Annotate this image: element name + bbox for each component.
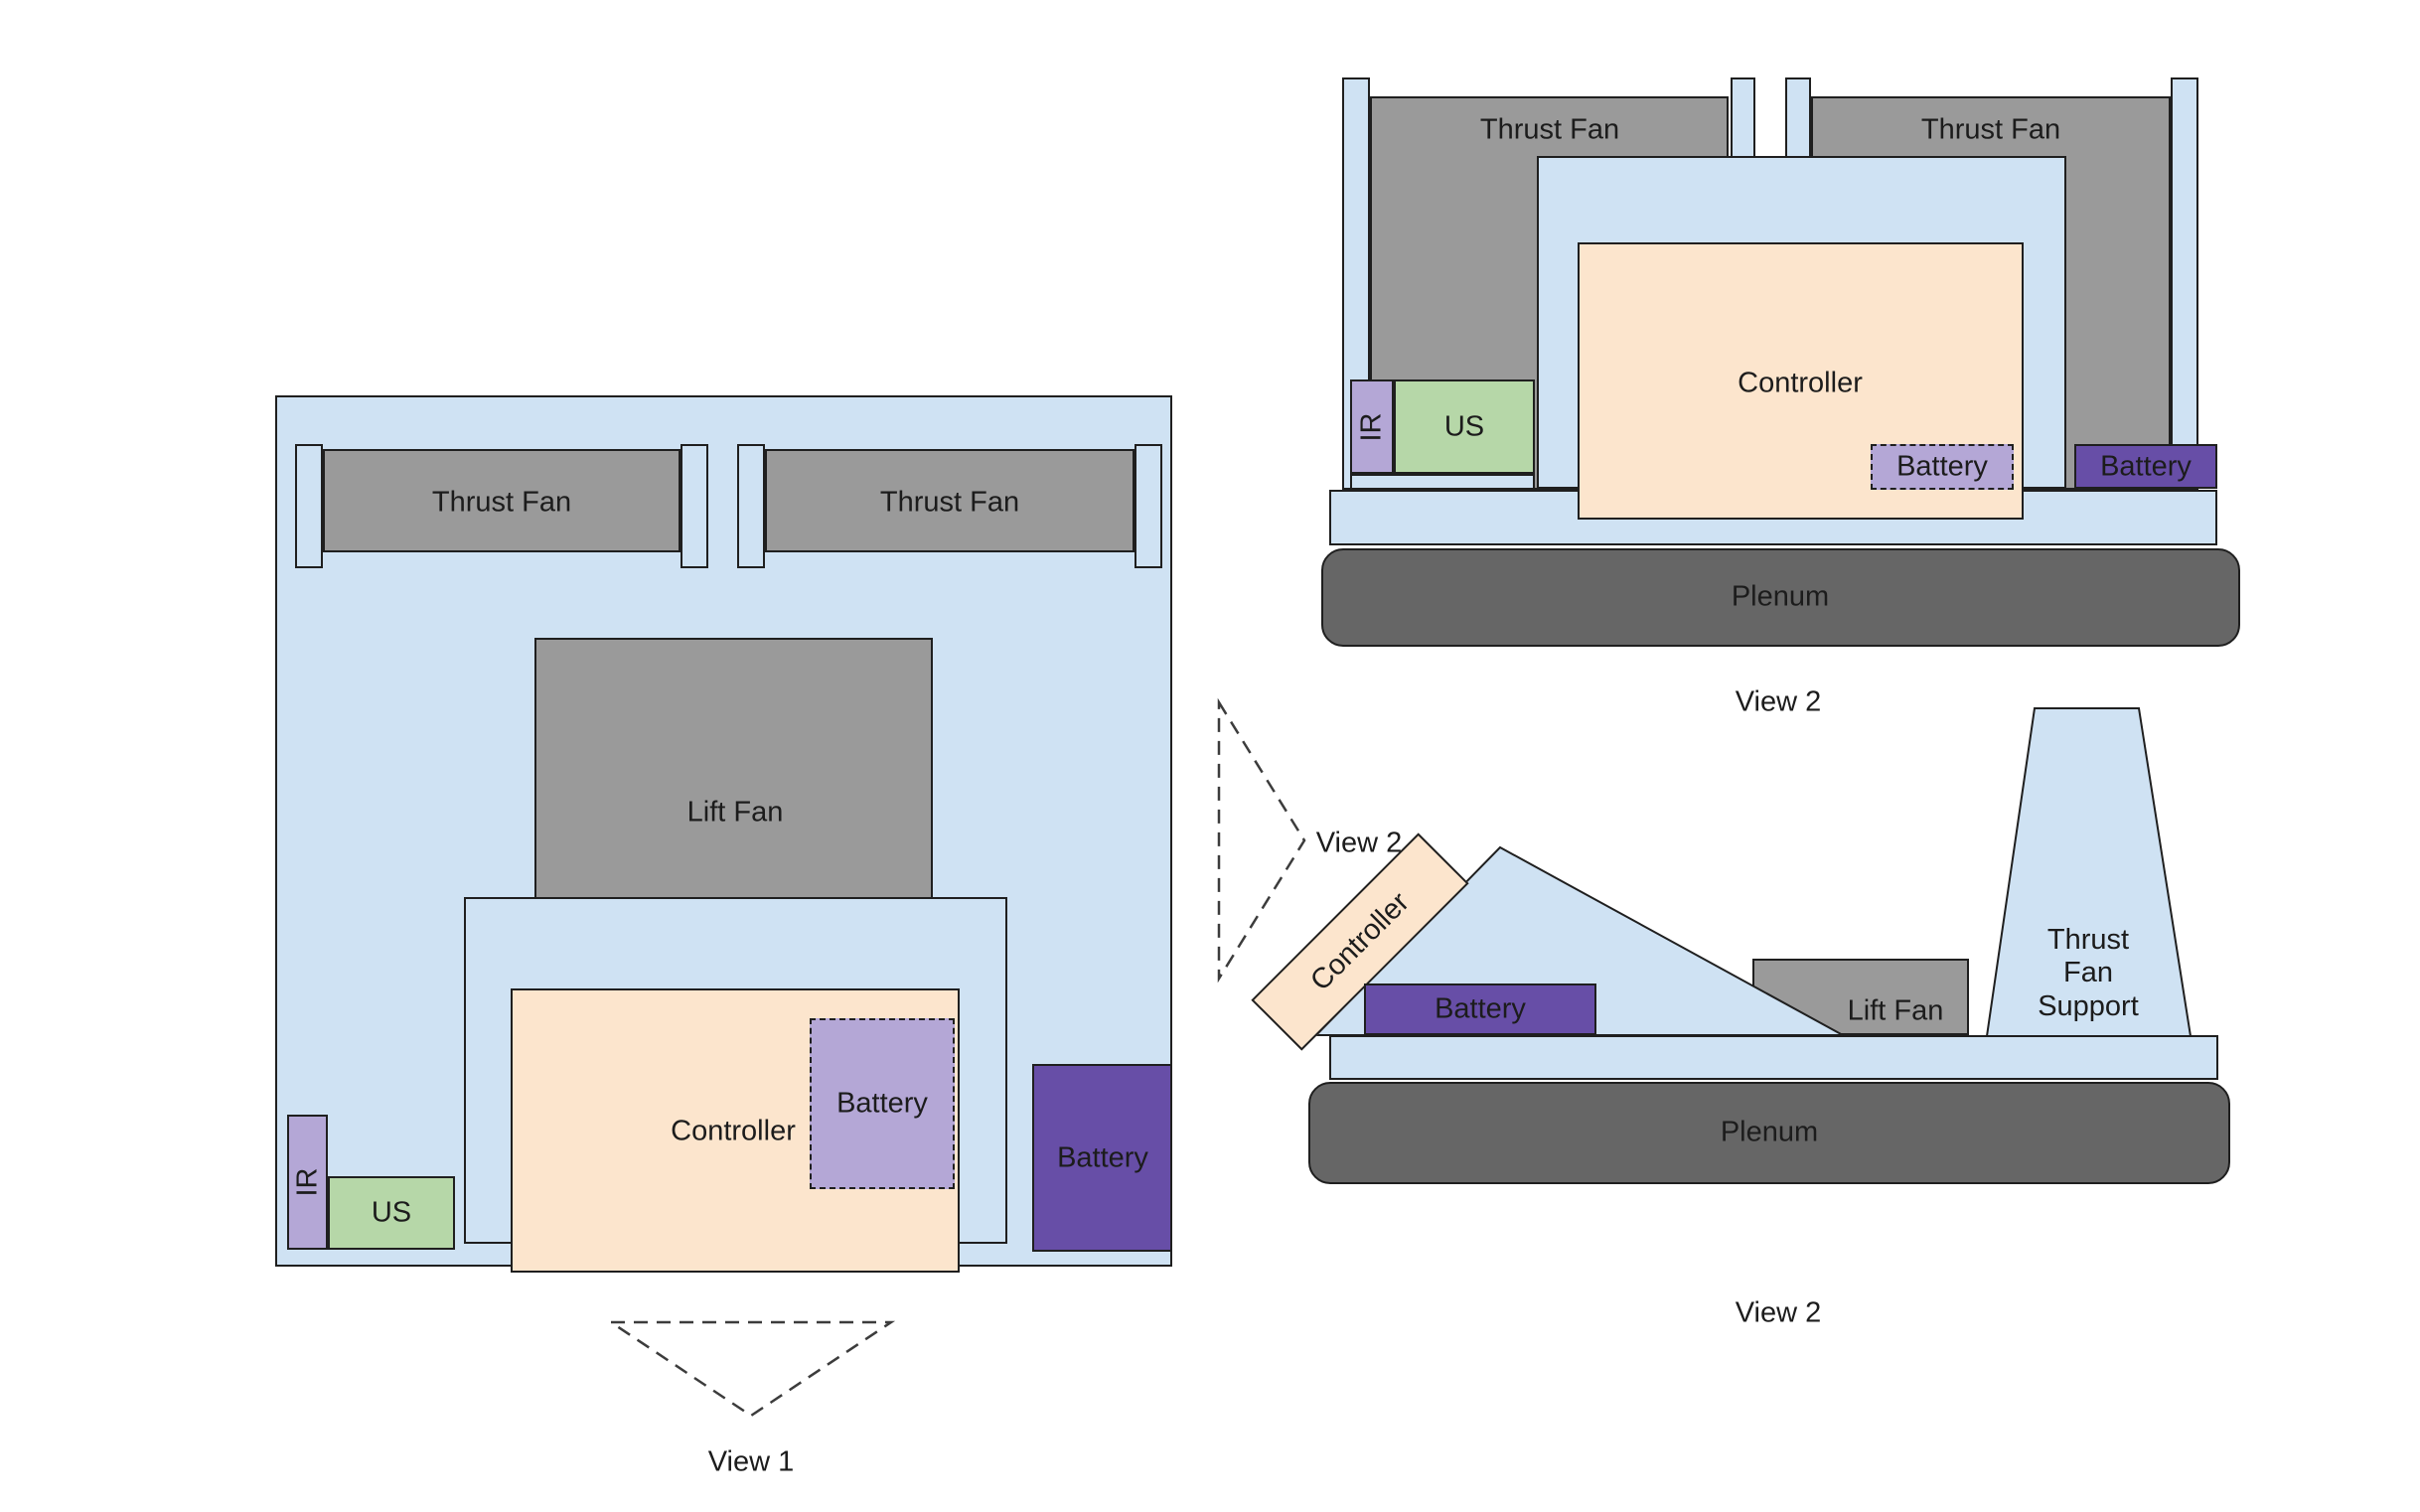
view2top-side-battery bbox=[2074, 444, 2217, 489]
view2side-plenum bbox=[1308, 1082, 2230, 1184]
view1-thrust-fan-left-label: Thrust Fan bbox=[431, 486, 572, 519]
view2top-support-mid-2 bbox=[1785, 77, 1811, 159]
view1-title: View 1 bbox=[707, 1445, 795, 1478]
view2top-controller-battery bbox=[1871, 444, 2014, 490]
view2side-lift-fan-label: Lift Fan bbox=[1847, 994, 1944, 1027]
view1-us-sensor bbox=[328, 1176, 455, 1250]
view1-us-label: US bbox=[371, 1196, 412, 1229]
view1-side-battery bbox=[1032, 1064, 1172, 1252]
view1-side-battery-label: Battery bbox=[1057, 1141, 1148, 1174]
view2side-thrust-fan-support-label: Thrust Fan Support bbox=[2038, 923, 2139, 1022]
view1-fan-support-tab-4 bbox=[1134, 444, 1162, 568]
view1-thrust-fan-right bbox=[765, 449, 1134, 552]
view1-controller-battery bbox=[810, 1018, 955, 1189]
view2top-title: View 2 bbox=[1735, 685, 1822, 718]
view2top-side-battery-label: Battery bbox=[2100, 450, 2192, 483]
view1-controller-label: Controller bbox=[671, 1115, 796, 1147]
view1-fan-support-tab-2 bbox=[681, 444, 708, 568]
view2side-controller-label: Controller bbox=[1303, 885, 1416, 997]
view2side-plenum-label: Plenum bbox=[1720, 1116, 1819, 1148]
view2side-battery-label: Battery bbox=[1435, 992, 1526, 1025]
view2top-ir-sensor bbox=[1350, 379, 1394, 474]
view1-lift-fan-label: Lift Fan bbox=[686, 796, 784, 829]
view2top-support-right bbox=[2171, 77, 2198, 490]
view1-fan-support-tab-1 bbox=[295, 444, 323, 568]
view2top-plenum-label: Plenum bbox=[1731, 580, 1830, 613]
view1-pointer-triangle bbox=[606, 1320, 896, 1418]
view2top-support-mid-1 bbox=[1731, 77, 1755, 159]
view2top-us-label: US bbox=[1443, 410, 1485, 443]
view1-thrust-fan-left bbox=[323, 449, 681, 552]
view2top-us-sensor bbox=[1394, 379, 1535, 474]
view1-ir-label: IR bbox=[291, 1167, 324, 1197]
view1-fan-support-tab-3 bbox=[737, 444, 765, 568]
view2-pointer-label: View 2 bbox=[1315, 827, 1403, 859]
view2top-ir-label: IR bbox=[1355, 412, 1388, 442]
view2side-title: View 2 bbox=[1735, 1296, 1822, 1329]
view1-lift-fan bbox=[534, 638, 933, 899]
view2top-controller-label: Controller bbox=[1738, 367, 1863, 399]
view2top-controller-battery-label: Battery bbox=[1896, 450, 1988, 483]
view2top-plenum bbox=[1321, 548, 2240, 647]
view2top-thrust-fan-right-label: Thrust Fan bbox=[1920, 113, 2061, 146]
view1-ir-sensor bbox=[287, 1115, 328, 1250]
view2side-deck bbox=[1329, 1035, 2218, 1080]
view1-controller-battery-label: Battery bbox=[836, 1087, 928, 1120]
view1-thrust-fan-right-label: Thrust Fan bbox=[879, 486, 1020, 519]
view2top-sensor-pedestal bbox=[1350, 474, 1535, 490]
view2top-thrust-fan-left-label: Thrust Fan bbox=[1479, 113, 1620, 146]
view2-pointer-triangle bbox=[1217, 697, 1306, 983]
